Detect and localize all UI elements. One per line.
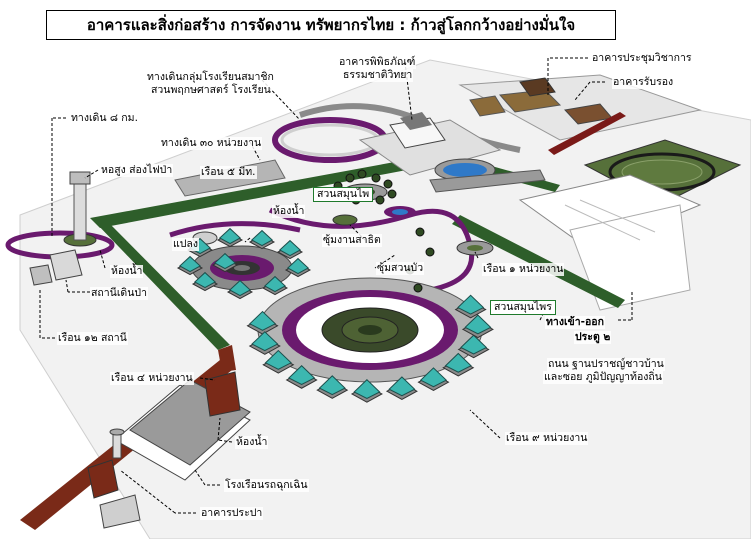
label-meeting-hall: อาคารประชุมวิชาการ: [591, 52, 693, 65]
label-road-sub: และซอย ภูมิปัญญาท้องถิ่น: [543, 371, 663, 384]
label-museum: อาคารพิพิธภัณฑ์: [338, 56, 417, 69]
parking-area: [518, 174, 702, 311]
label-herb-garden-2: สวนสมุนไพร: [490, 300, 556, 315]
label-water-building: อาคารประปา: [200, 507, 264, 520]
label-restroom-left: ห้องน้ำ: [110, 265, 144, 278]
pavilion-ring-6-roof: [388, 376, 416, 397]
tree-3: [383, 179, 393, 189]
main-road-top: [90, 150, 470, 228]
pavilion-left-4-roof: [286, 257, 310, 275]
pavilion-ring-10-roof: [464, 314, 492, 335]
tree-11: [413, 283, 423, 293]
label-lotus-pavilion: ซุ้มสวนบัว: [376, 262, 425, 275]
pavilion-ring-5-roof: [353, 379, 381, 400]
sports-field: [583, 139, 742, 206]
label-walkway-30: ทางเดิน ๓๐ หน่วยงาน: [160, 137, 263, 150]
label-hall-9: เรือน ๙ หน่วยงาน: [505, 432, 589, 445]
pavilion-ring-0-roof: [248, 310, 277, 331]
brick-road-top: [548, 112, 626, 155]
pavilion-ring-7-roof: [419, 367, 448, 388]
label-hall-12: เรือน ๑๒ สถานี: [57, 332, 128, 345]
pavilion-ring-9-roof: [460, 334, 488, 355]
tree-9: [425, 247, 435, 257]
label-museum-sub: ธรรมชาติวิทยา: [342, 69, 414, 82]
museum-complex: [358, 112, 546, 193]
leader-lines: [39, 57, 633, 514]
label-restroom-top: ห้องน้ำ: [272, 205, 306, 218]
pavilion-left-6-roof: [228, 279, 252, 297]
label-restroom-bottom: ห้องน้ำ: [235, 436, 269, 449]
label-gate-2: ประตู ๒: [574, 331, 612, 344]
label-emergency-building: โรงเรือนรถฉุกเฉิน: [224, 479, 309, 492]
tree-2: [371, 173, 381, 183]
pavilion-left-1-roof: [218, 227, 242, 245]
pavilion-roofs-left: [176, 227, 312, 300]
watch-tower: [69, 171, 91, 241]
lower-left-buildings: [87, 371, 251, 529]
pavilion-ring-8-roof: [444, 352, 472, 373]
label-walkway-8km: ทางเดิน ๘ กม.: [70, 112, 139, 125]
pavilion-ring-1-roof: [251, 331, 279, 352]
tree-8: [415, 227, 425, 237]
label-hall-5: เรือน ๕ มีท.: [200, 166, 257, 179]
label-reception: อาคารรับรอง: [612, 76, 675, 89]
page-title: อาคารและสิ่งก่อสร้าง การจัดงาน ทรัพยากรไ…: [86, 16, 576, 34]
label-hall-4: เรือน ๔ หน่วยงาน: [110, 372, 194, 385]
label-hall-1: เรือน ๑ หน่วยงาน: [482, 263, 565, 276]
meeting-hall-complex: [458, 74, 702, 141]
label-herb-garden: สวนสมุนไพ: [313, 187, 374, 202]
pavilion-left-9-roof: [213, 252, 237, 270]
pavilion-ring-11-roof: [457, 294, 485, 315]
label-walkway-youth-sub: สวนพฤกษศาสตร์ โรงเรียน: [150, 84, 272, 97]
main-road-right: [452, 215, 625, 308]
label-road: ถนน ฐานปราชญ์ชาวบ้าน: [547, 358, 665, 371]
pavilion-left-5-roof: [263, 275, 287, 293]
pavilion-ring-4-roof: [318, 375, 346, 396]
rest-station-building: [29, 249, 83, 286]
label-exhibit: แปลง: [172, 238, 199, 251]
tree-7: [387, 189, 397, 199]
label-walkway-youth: ทางเดินกลุ่มโรงเรียนสมาชิก: [146, 71, 275, 84]
tree-1: [357, 169, 367, 179]
label-demo-center: ซุ้มงานสาธิต: [322, 234, 382, 247]
central-walkway: [268, 207, 474, 293]
pavilion-roofs-ring: [246, 294, 494, 403]
tree-6: [375, 195, 385, 205]
tree-0: [345, 173, 355, 183]
pavilion-left-2-roof: [250, 229, 274, 247]
pavilion-ring-main: [257, 277, 483, 383]
title-box: อาคารและสิ่งก่อสร้าง การจัดงาน ทรัพยากรไ…: [46, 10, 616, 40]
label-tower: หอสูง ส่องไฟป่า: [100, 164, 174, 177]
pavilion-ring-3-roof: [288, 365, 316, 386]
pavilion-left-8-roof: [178, 255, 202, 273]
label-rest-station: สถานีเดินป่า: [90, 287, 148, 300]
label-entrance: ทางเข้า-ออก: [545, 316, 605, 329]
main-road-left: [95, 222, 230, 350]
pavilion-left-7-roof: [193, 271, 217, 289]
pavilion-left-3-roof: [278, 239, 302, 257]
pavilion-ring-2-roof: [264, 349, 292, 370]
